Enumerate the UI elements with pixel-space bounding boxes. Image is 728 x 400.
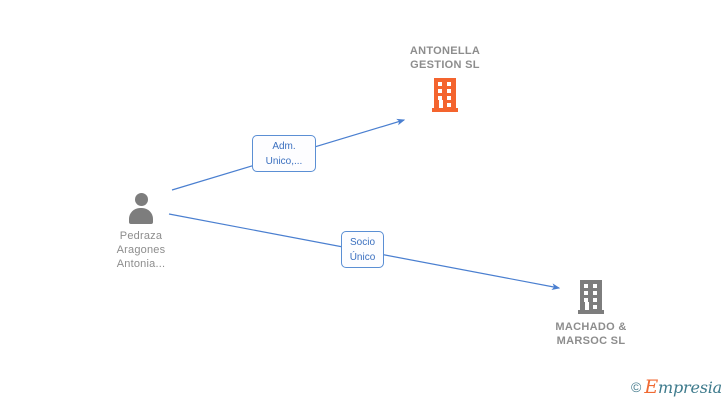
watermark-empresia: © Empresia xyxy=(631,376,722,398)
person-icon xyxy=(126,192,156,224)
building-icon xyxy=(432,78,458,112)
node-label-pedraza: Pedraza Aragones Antonia... xyxy=(116,230,166,270)
building-icon xyxy=(578,280,604,314)
node-company-antonella[interactable]: ANTONELLA GESTION SL xyxy=(375,44,515,112)
edge-label-socio-unico[interactable]: Socio Único xyxy=(341,231,384,268)
brand-wordmark: Empresia xyxy=(644,376,722,398)
brand-rest: mpresia xyxy=(658,378,722,397)
node-label-machado: MACHADO & MARSOC SL xyxy=(555,321,627,347)
brand-initial: E xyxy=(644,376,658,398)
edge-label-adm-unico[interactable]: Adm. Unico,... xyxy=(252,135,316,172)
node-person-pedraza[interactable]: Pedraza Aragones Antonia... xyxy=(71,192,211,271)
node-label-antonella: ANTONELLA GESTION SL xyxy=(409,45,481,71)
node-company-machado[interactable]: MACHADO & MARSOC SL xyxy=(521,280,661,348)
copyright-icon: © xyxy=(631,379,642,395)
